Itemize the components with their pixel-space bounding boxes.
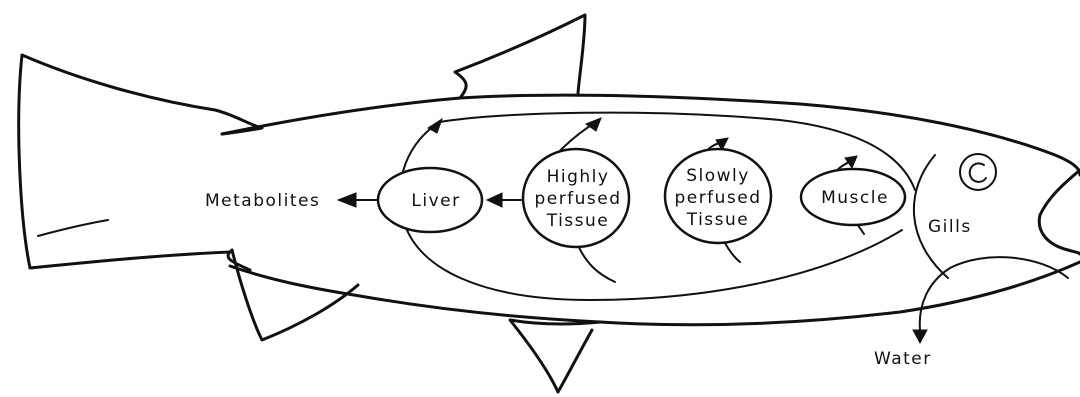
pelvic-fin [228, 250, 358, 340]
anal-fin [510, 320, 600, 392]
tail-mark [38, 220, 108, 236]
snout [1039, 170, 1080, 254]
gills-label: Gills [928, 217, 972, 237]
liver-label: Liver [411, 191, 460, 211]
highly-perfused-label-line1: Highly [547, 167, 610, 187]
highly-loop-arrowhead [586, 118, 601, 131]
highly-perfused-label-line2: perfused [534, 189, 621, 209]
water-arrowhead [913, 330, 927, 343]
metabolites-label: Metabolites [205, 191, 320, 211]
ventral-line [230, 262, 1080, 325]
slowly-perfused-label-line3: Tissue [686, 210, 750, 230]
muscle-label: Muscle [821, 188, 889, 208]
slowly-perfused-label-line1: Slowly [686, 166, 750, 186]
tail-fin [19, 55, 262, 268]
muscle-loop-arrowhead [845, 156, 857, 168]
dorsal-fin [455, 15, 585, 98]
slowly-perfused-label-line2: perfused [674, 188, 761, 208]
liver-to-metabolites-arrowhead [338, 193, 356, 207]
liver-loop-arrowhead [428, 119, 442, 133]
eye-inner [970, 163, 986, 181]
dorsal-line [222, 95, 1080, 175]
highly-to-liver-arrowhead [487, 193, 502, 207]
eye-outer [960, 154, 996, 190]
highly-perfused-label-line3: Tissue [546, 211, 610, 231]
gill-structures [913, 155, 1068, 343]
water-label: Water [874, 349, 932, 369]
